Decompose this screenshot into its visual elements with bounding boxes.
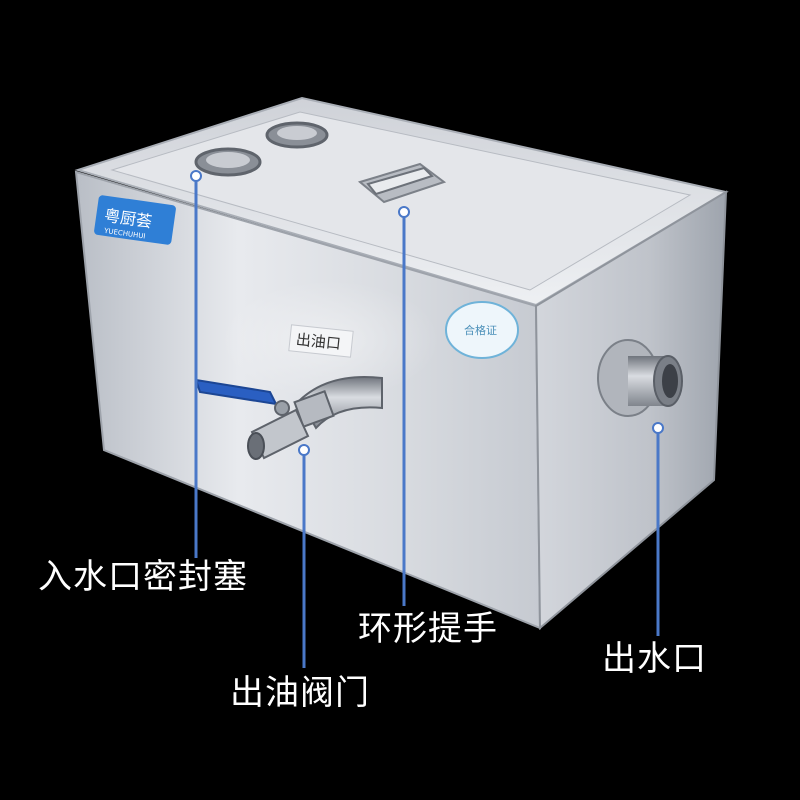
second-plug-center [277,126,317,140]
valve-mouth [247,432,265,460]
callout-label-ring-handle: 环形提手 [358,609,498,649]
callout-dot-outlet [652,422,664,434]
callout-lines [190,170,664,668]
inlet-plug-group [194,121,329,177]
valve-stem [274,400,290,416]
callout-label-inlet-plug: 入水口密封塞 [38,557,248,597]
callout-dot-oil-valve [298,444,310,456]
oil-outlet-tag: 出油口 [288,324,354,358]
callout-label-water-outlet: 出水口 [602,639,707,679]
ring-handle [357,162,447,204]
oil-valve [194,375,383,460]
callout-dot-inlet-plug [190,170,202,182]
handle-grip [366,166,434,196]
callout-label-oil-valve: 出油阀门 [230,673,370,713]
oil-outlet-tag-text: 出油口 [295,330,342,353]
callout-dot-handle [398,206,410,218]
water-outlet-pipe [597,339,683,417]
brand-logo: 粤厨荟 YUECHUHUI [94,195,176,245]
inlet-plug-center [206,152,250,168]
outlet-pipe-hole [662,364,678,398]
certificate-sticker-text: 合格证 [464,323,497,337]
certificate-sticker: 合格证 [445,301,519,359]
